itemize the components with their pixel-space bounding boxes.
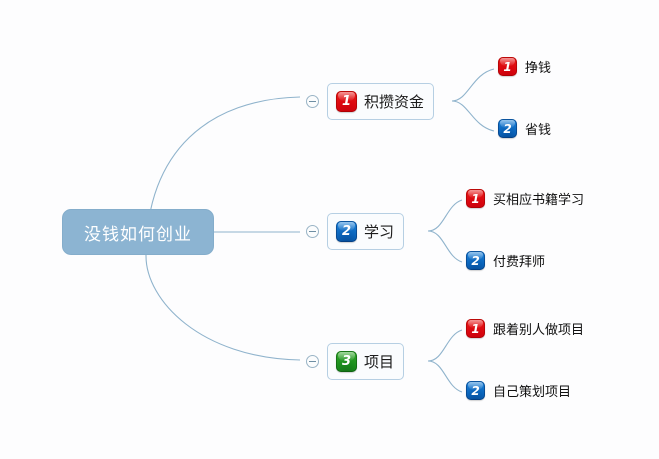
branch-1-number-badge: 1 — [336, 91, 357, 112]
leaf-3-2-number-badge: 2 — [466, 381, 485, 400]
leaf-3-1-label: 跟着别人做项目 — [493, 323, 585, 338]
collapse-handle-branch-2[interactable] — [306, 225, 319, 238]
branch-3-number-badge: 3 — [336, 351, 357, 372]
connector-branch-2-leaf-2 — [427, 230, 463, 263]
connector-branch-1-leaf-2 — [451, 100, 495, 132]
leaf-2-2-number-badge: 2 — [466, 251, 485, 270]
connector-branch-2-leaf-1 — [427, 199, 463, 232]
branch-node-3[interactable]: 3 项目 — [327, 343, 405, 380]
leaf-2-1-label: 买相应书籍学习 — [493, 193, 585, 208]
leaf-node-1-1[interactable]: 1 挣钱 — [498, 57, 551, 76]
branch-1-label: 积攒资金 — [364, 93, 425, 111]
connector-branch-3-leaf-1 — [427, 329, 463, 362]
branch-node-1[interactable]: 1 积攒资金 — [327, 83, 435, 120]
root-node[interactable]: 没钱如何创业 — [62, 209, 214, 255]
collapse-handle-branch-3[interactable] — [306, 355, 319, 368]
leaf-2-1-number-badge: 1 — [466, 189, 485, 208]
leaf-3-2-label: 自己策划项目 — [493, 385, 572, 400]
leaf-1-1-number-badge: 1 — [498, 57, 517, 76]
branch-2-number-badge: 2 — [336, 221, 357, 242]
branch-3-label: 项目 — [364, 353, 395, 371]
leaf-node-3-2[interactable]: 2 自己策划项目 — [466, 381, 571, 400]
connector-branch-1-leaf-1 — [451, 68, 495, 102]
leaf-node-1-2[interactable]: 2 省钱 — [498, 119, 551, 138]
branch-2-label: 学习 — [364, 223, 395, 241]
leaf-1-1-label: 挣钱 — [525, 61, 552, 76]
leaf-2-2-label: 付费拜师 — [493, 255, 546, 270]
collapse-handle-branch-1[interactable] — [306, 95, 319, 108]
branch-node-2[interactable]: 2 学习 — [327, 213, 405, 250]
root-node-label: 没钱如何创业 — [84, 224, 192, 245]
leaf-3-1-number-badge: 1 — [466, 319, 485, 338]
connector-branch-3-leaf-2 — [427, 360, 463, 393]
connector-root-branch-3 — [145, 255, 301, 361]
leaf-node-3-1[interactable]: 1 跟着别人做项目 — [466, 319, 584, 338]
leaf-node-2-1[interactable]: 1 买相应书籍学习 — [466, 189, 584, 208]
leaf-node-2-2[interactable]: 2 付费拜师 — [466, 251, 545, 270]
leaf-1-2-number-badge: 2 — [498, 119, 517, 138]
leaf-1-2-label: 省钱 — [525, 123, 552, 138]
